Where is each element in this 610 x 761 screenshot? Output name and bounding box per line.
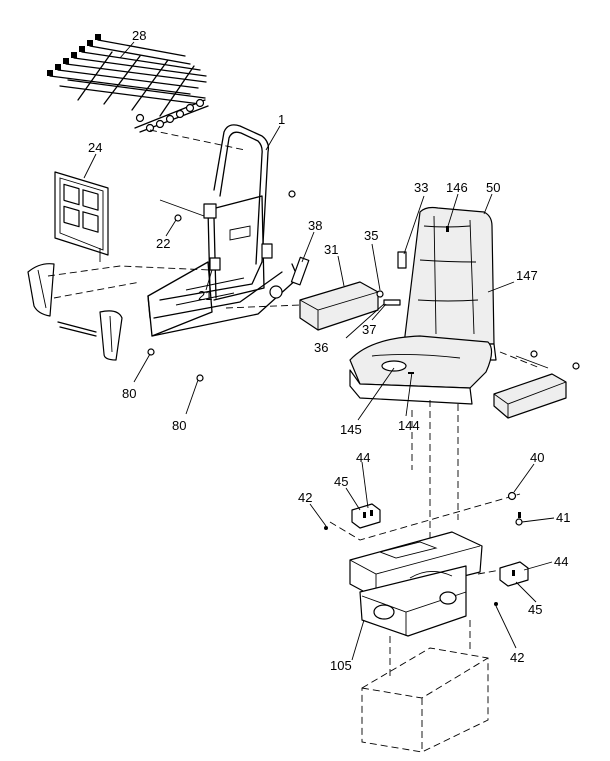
callout-1: 1 [278, 112, 285, 127]
callout-44-b: 44 [554, 554, 568, 569]
part-31-left-armrest [299, 281, 379, 331]
leader-lines [83, 41, 555, 661]
part-42-screw-left [324, 526, 328, 530]
callout-21: 21 [198, 288, 212, 303]
part-144-seat-cushion [349, 335, 493, 405]
callout-80-b: 80 [172, 418, 186, 433]
callout-22: 22 [156, 236, 170, 251]
callout-50: 50 [486, 180, 500, 195]
callout-41: 41 [556, 510, 570, 525]
callout-146: 146 [446, 180, 468, 195]
callout-36: 36 [314, 340, 328, 355]
callout-105: 105 [330, 658, 352, 673]
callout-44-a: 44 [356, 450, 370, 465]
part-42-screw-right [494, 602, 498, 606]
callout-35: 35 [364, 228, 378, 243]
callout-38: 38 [308, 218, 322, 233]
callout-80-a: 80 [122, 386, 136, 401]
callout-28: 28 [132, 28, 146, 43]
part-28-rod-kit [47, 34, 209, 133]
callout-31: 31 [324, 242, 338, 257]
callout-144: 144 [398, 418, 420, 433]
callout-145: 145 [340, 422, 362, 437]
part-80-sling-set [27, 263, 204, 382]
part-41-bolt [515, 512, 523, 526]
part-44-bracket-right [499, 561, 529, 587]
part-right-armrest [493, 350, 580, 419]
callout-37: 37 [362, 322, 376, 337]
part-40-nut [507, 491, 517, 501]
callout-42-a: 42 [298, 490, 312, 505]
part-1-seat-frame [147, 124, 299, 337]
part-22-bolt [174, 214, 182, 222]
part-37-pin [383, 299, 401, 306]
callout-45-b: 45 [528, 602, 542, 617]
storage-box-outline [361, 620, 489, 753]
callout-33: 33 [414, 180, 428, 195]
part-38-handle [290, 256, 310, 286]
callout-24: 24 [88, 140, 102, 155]
callout-labels: 28 1 24 22 21 38 31 35 33 146 50 147 37 … [88, 28, 570, 673]
part-24-control-panel [54, 171, 109, 262]
part-44-bracket-left [351, 503, 381, 529]
part-105-suspension-base [349, 531, 483, 637]
callout-147: 147 [516, 268, 538, 283]
callout-42-b: 42 [510, 650, 524, 665]
callout-40: 40 [530, 450, 544, 465]
part-33-bracket [397, 251, 407, 269]
part-35-bolt [376, 290, 384, 298]
callout-45-a: 45 [334, 474, 348, 489]
